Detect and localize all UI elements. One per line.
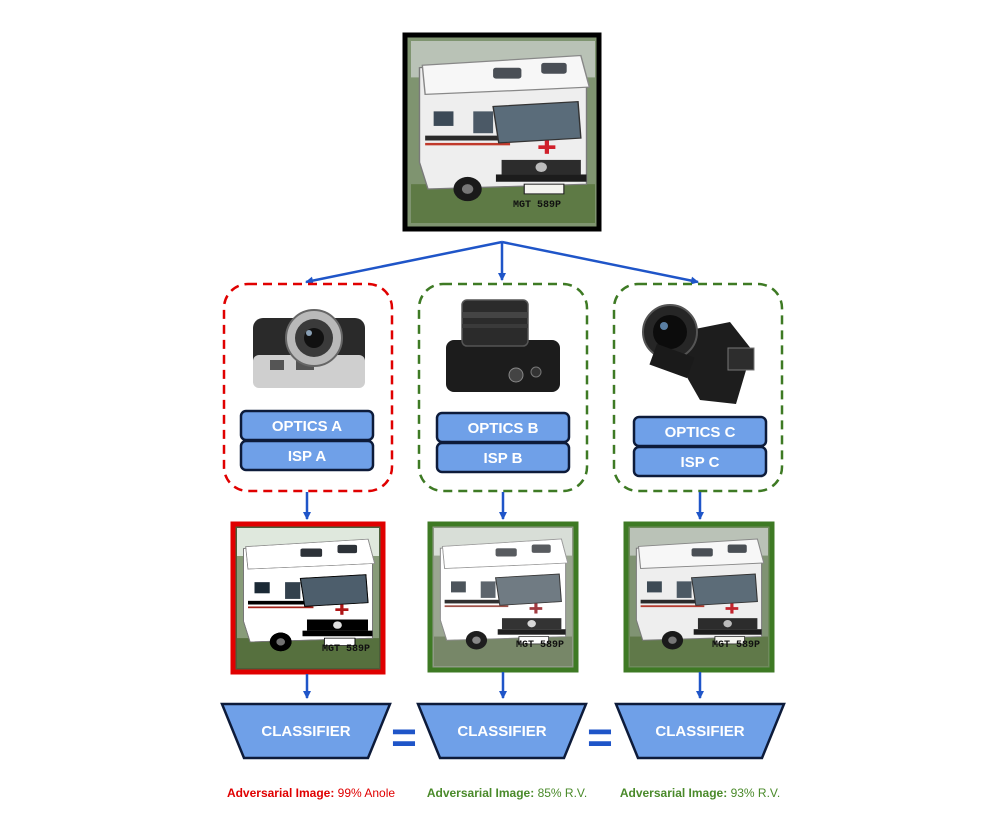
classifier-b: CLASSIFIER [416, 702, 588, 760]
optics-a-label: OPTICS A [272, 418, 342, 435]
optics-c-label: OPTICS C [665, 424, 736, 441]
camera-a-dashed-frame [222, 282, 394, 493]
optics-b-label: OPTICS B [468, 420, 539, 437]
camera-b-dashed-frame [417, 282, 589, 493]
caption-b-lead: Adversarial Image: [426, 786, 535, 800]
camera-c-dashed-frame [612, 282, 784, 493]
output-b-plate-text: MGT 589P [516, 640, 564, 651]
caption-a-value: 99% Anole [337, 786, 396, 800]
caption-b: Adversarial Image: 85% R.V. [427, 786, 587, 800]
caption-c: Adversarial Image: 93% R.V. [620, 786, 780, 800]
equals-sign-2: = [587, 713, 613, 762]
input-image: MGT 589P [402, 32, 602, 232]
caption-a: Adversarial Image: 99% Anole [227, 786, 395, 800]
output-image-a: MGT 589P [230, 521, 386, 675]
fanout-arrows [305, 240, 699, 285]
caption-a-lead: Adversarial Image: [226, 786, 335, 800]
camera-module-b: OPTICS B ISP B [417, 282, 589, 493]
caption-b-value: 85% R.V. [537, 786, 588, 800]
classifier-b-label: CLASSIFIER [457, 723, 546, 740]
isp-b-label: ISP B [484, 450, 523, 467]
camera-module-a: OPTICS A ISP A [222, 282, 394, 493]
classifier-c-label: CLASSIFIER [655, 723, 744, 740]
output-image-c: MGT 589P [623, 521, 775, 673]
classifier-a: CLASSIFIER [220, 702, 392, 760]
rangefinder-camera-icon [253, 309, 365, 388]
output-a-plate-text: MGT 589P [322, 644, 370, 655]
equals-sign-1: = [391, 713, 417, 762]
mirrorless-camera-icon [446, 299, 560, 392]
caption-c-value: 93% R.V. [730, 786, 781, 800]
isp-a-label: ISP A [288, 448, 327, 465]
output-c-plate-text: MGT 589P [712, 640, 760, 651]
dslr-camera-icon [642, 304, 755, 404]
caption-c-lead: Adversarial Image: [619, 786, 728, 800]
classifier-c: CLASSIFIER [614, 702, 786, 760]
camera-module-c: OPTICS C ISP C [612, 282, 784, 493]
isp-c-label: ISP C [681, 454, 720, 471]
classifier-a-label: CLASSIFIER [261, 723, 350, 740]
arrow-to-camera-c [501, 240, 699, 285]
input-plate-text: MGT 589P [513, 200, 561, 211]
output-image-b: MGT 589P [427, 521, 579, 673]
arrow-to-camera-a [305, 240, 503, 285]
